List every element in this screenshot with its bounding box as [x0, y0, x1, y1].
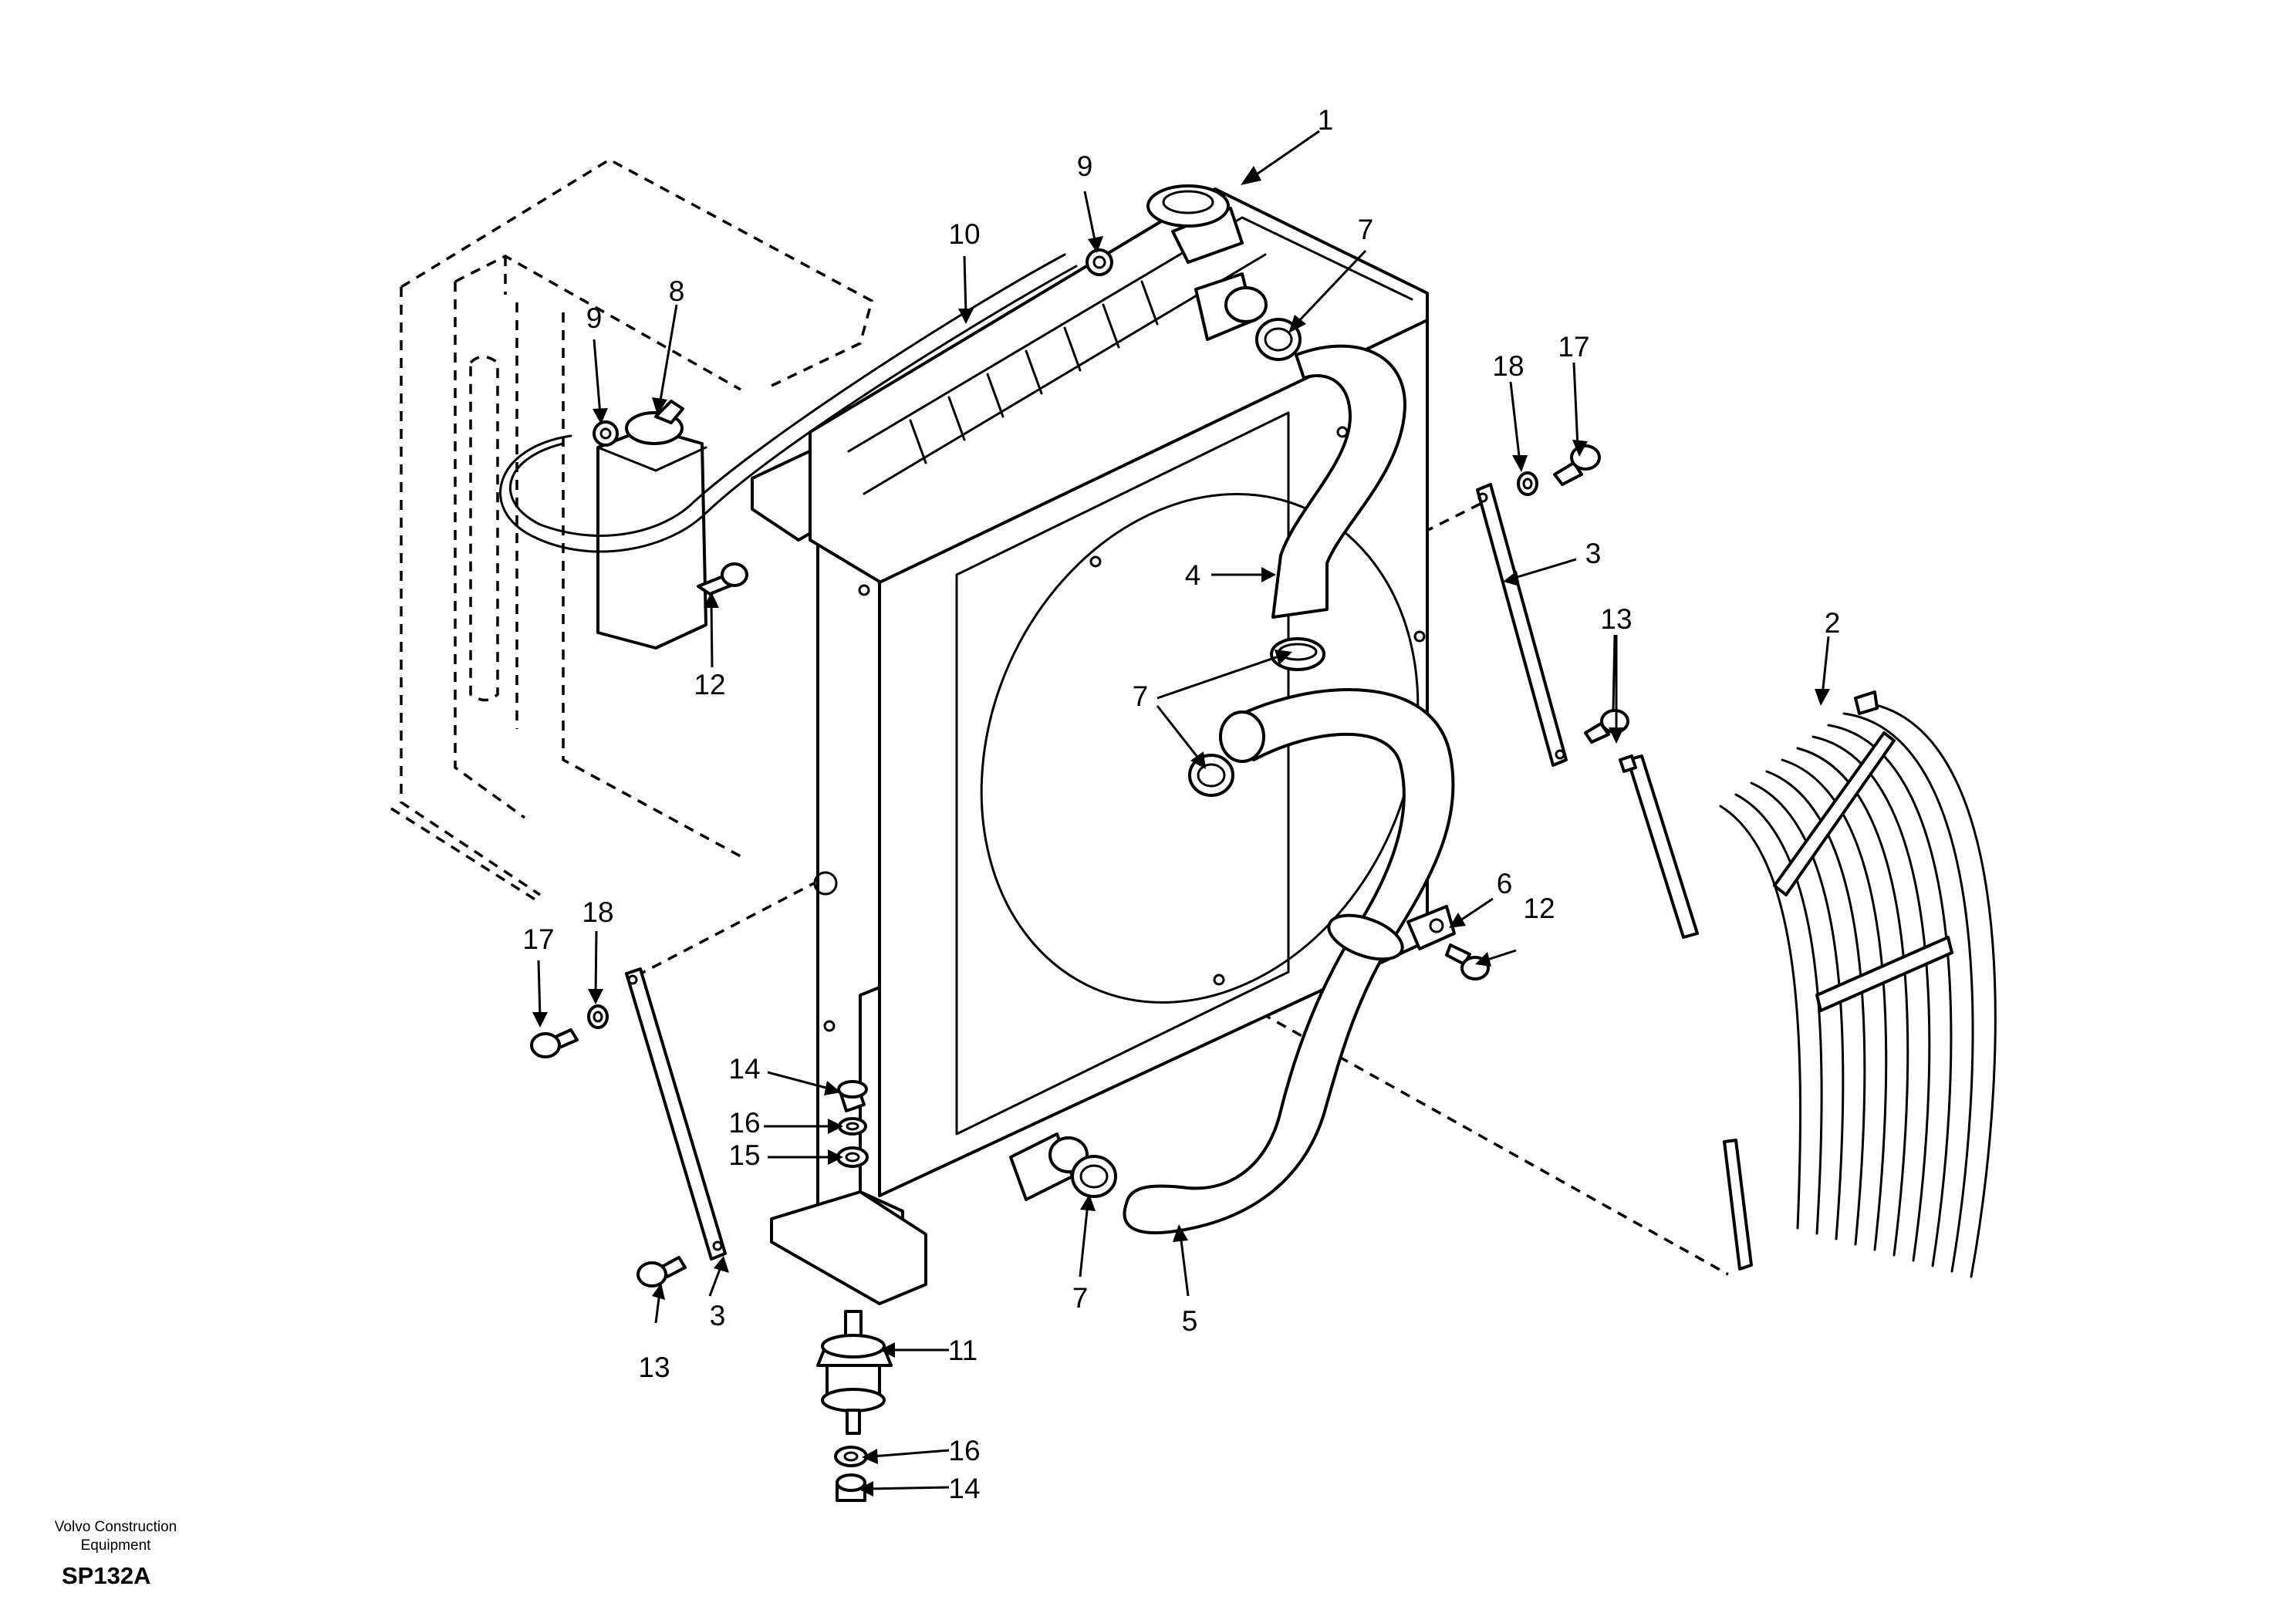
lower-hose	[1123, 688, 1455, 1235]
upper-hose	[1271, 344, 1406, 619]
expansion-tank	[596, 400, 707, 650]
callout-2: 2	[1825, 607, 1841, 639]
callout-labels: 1 2 3 3 4 5 6 7 7 7 8 9 9 10 11 12 12 13…	[522, 104, 1840, 1504]
rubber-mount-icon	[816, 1310, 893, 1435]
callout-12: 12	[1523, 893, 1555, 924]
brand-line-1: Volvo Construction	[54, 1519, 177, 1535]
callout-1: 1	[1318, 104, 1334, 136]
callout-13: 13	[1600, 603, 1632, 635]
stay-rods	[625, 483, 1568, 1261]
nut-icon	[837, 1080, 868, 1112]
brand-line-2: Equipment	[80, 1537, 151, 1554]
callout-4: 4	[1185, 559, 1201, 591]
diagram-code: SP132A	[62, 1562, 151, 1589]
callout-15: 15	[728, 1139, 760, 1171]
callout-3: 3	[710, 1300, 726, 1331]
washer-icon	[838, 1117, 867, 1136]
callout-8: 8	[669, 275, 685, 307]
callout-6: 6	[1497, 868, 1513, 899]
tank-ribs	[909, 280, 1159, 464]
hose-clip	[1406, 905, 1456, 950]
hose-clamps	[1071, 318, 1325, 1198]
callout-7: 7	[1133, 680, 1149, 712]
callout-17: 17	[1558, 331, 1589, 363]
fan-guard	[1619, 690, 1997, 1278]
callout-18: 18	[582, 896, 613, 928]
washer-icon	[587, 1004, 609, 1029]
callout-12: 12	[694, 669, 725, 700]
callout-9: 9	[1077, 150, 1093, 182]
washer-icon	[1517, 471, 1538, 496]
callout-16: 16	[728, 1107, 760, 1139]
bolt-icon	[1553, 444, 1601, 486]
assembly-lines-dashed	[636, 500, 1729, 1276]
callout-14: 14	[948, 1473, 980, 1504]
bolt-icon	[530, 1028, 579, 1058]
callout-7: 7	[1072, 1282, 1089, 1314]
engine-outline-dashed	[390, 157, 903, 904]
callout-16: 16	[948, 1435, 980, 1466]
callout-3: 3	[1585, 538, 1602, 569]
callout-14: 14	[728, 1053, 760, 1085]
bolt-icon	[1584, 709, 1629, 744]
bolt-icon	[636, 1256, 687, 1288]
o-ring-icon	[1086, 248, 1113, 276]
bolts	[530, 248, 1629, 1502]
o-ring-icon	[593, 420, 619, 447]
nut-icon	[836, 1473, 866, 1502]
callout-18: 18	[1492, 350, 1524, 382]
callout-5: 5	[1182, 1305, 1198, 1337]
brand-label: Volvo Construction Equipment	[39, 1518, 193, 1555]
callout-11: 11	[948, 1335, 977, 1366]
callout-7: 7	[1358, 214, 1374, 245]
bolt-icon	[697, 562, 748, 596]
hose-clamp-icon	[1071, 1155, 1117, 1198]
hose-clamp-icon	[1255, 318, 1302, 361]
callout-9: 9	[586, 302, 603, 334]
callout-13: 13	[638, 1352, 670, 1383]
hose-clamp-icon	[1270, 637, 1325, 671]
leader-lines	[532, 130, 1830, 1497]
washer-icon	[834, 1446, 868, 1467]
overflow-hose	[499, 253, 1078, 553]
callout-17: 17	[522, 923, 554, 955]
callout-10: 10	[948, 218, 980, 250]
